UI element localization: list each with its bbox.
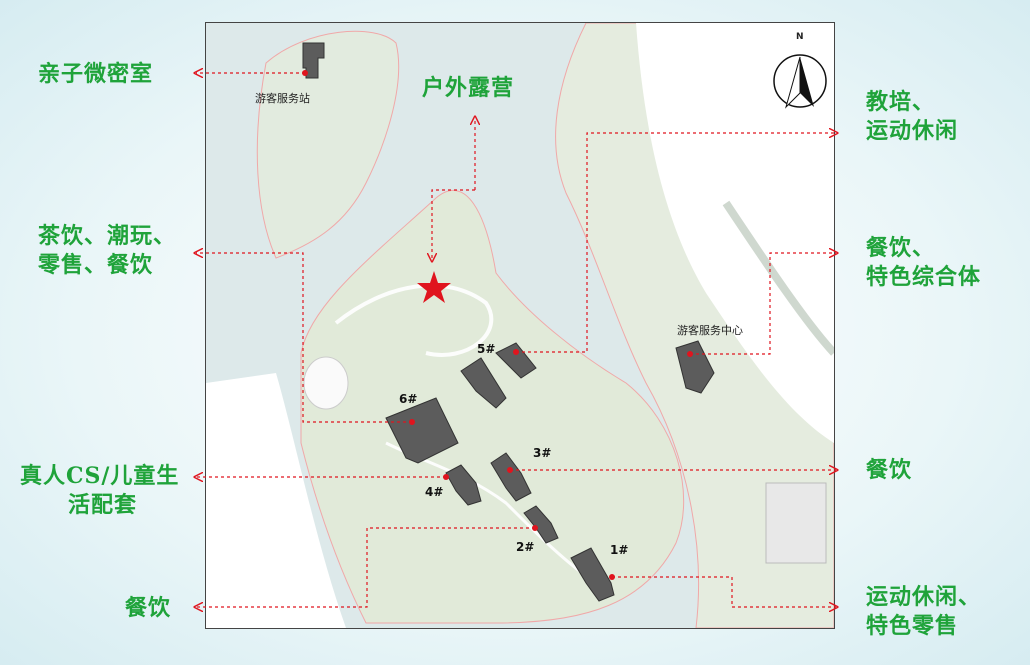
label-edu-line2: 运动休闲 xyxy=(866,118,959,144)
site-map xyxy=(205,22,835,629)
building-label-1: 1# xyxy=(610,543,629,557)
leader-edu xyxy=(516,133,836,353)
east-road xyxy=(722,200,834,356)
visitor-station-label: 游客服务站 xyxy=(255,92,310,105)
building-4 xyxy=(445,464,482,506)
label-edu-line1: 教培、 xyxy=(866,89,936,115)
point-3 xyxy=(507,467,513,473)
visitor-center-label: 游客服务中心 xyxy=(677,324,743,337)
label-sports-retail-line1: 运动休闲、 xyxy=(866,584,982,610)
building-5a xyxy=(460,357,507,409)
buildings xyxy=(302,42,715,602)
label-tea-line2: 零售、餐饮 xyxy=(38,252,154,278)
camping-star xyxy=(417,271,451,303)
point-2 xyxy=(532,525,538,531)
label-dining-left: 餐饮 xyxy=(125,595,172,621)
label-dining-right: 餐饮 xyxy=(866,457,913,483)
label-cs-line2: 活配套 xyxy=(68,492,138,518)
north-island xyxy=(256,30,400,259)
point-visitor-center xyxy=(687,351,693,357)
label-tea-line1: 茶饮、潮玩、 xyxy=(38,223,177,249)
point-5 xyxy=(513,349,519,355)
building-label-2: 2# xyxy=(516,540,535,554)
leader-camping-down xyxy=(432,189,475,260)
building-3 xyxy=(490,452,532,502)
label-cs-line1: 真人CS/儿童生 xyxy=(20,463,180,489)
map-graphics xyxy=(206,23,834,628)
southwest-land xyxy=(206,373,346,628)
leader-dining-complex xyxy=(690,253,836,355)
arena-roof xyxy=(303,356,349,410)
station-building xyxy=(302,42,325,79)
point-4 xyxy=(443,474,449,480)
point-6 xyxy=(409,419,415,425)
building-label-5: 5# xyxy=(477,342,496,356)
east-road-area xyxy=(636,23,834,443)
leader-sports-retail xyxy=(612,576,836,607)
path-1 xyxy=(334,283,494,357)
camping-title: 户外露营 xyxy=(422,75,515,101)
building-6 xyxy=(385,397,459,464)
building-label-3: 3# xyxy=(533,446,552,460)
label-dining-complex-line1: 餐饮、 xyxy=(866,235,936,261)
point-1 xyxy=(609,574,615,580)
main-island xyxy=(300,190,685,624)
east-plaza xyxy=(765,482,827,564)
building-label-4: 4# xyxy=(425,485,444,499)
leader-dining-left xyxy=(196,527,535,607)
point-parent-child xyxy=(302,70,308,76)
north-arrow-right xyxy=(800,57,814,107)
north-label: N xyxy=(796,32,804,42)
label-parent-child-room: 亲子微密室 xyxy=(38,61,154,87)
building-label-6: 6# xyxy=(399,392,418,406)
building-5b xyxy=(495,342,537,379)
label-sports-retail-line2: 特色零售 xyxy=(866,613,959,639)
leader-tea xyxy=(196,253,412,423)
label-dining-complex-line2: 特色综合体 xyxy=(866,264,982,290)
building-1 xyxy=(570,547,615,602)
